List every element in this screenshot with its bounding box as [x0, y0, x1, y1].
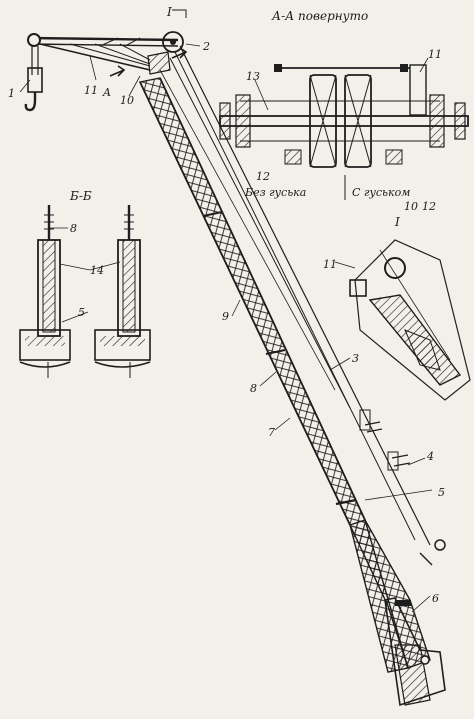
callout-8-section: 8	[70, 222, 77, 235]
callout-10-aa: 10	[404, 200, 418, 213]
callout-3: 3	[352, 352, 359, 365]
title-detail-i-marker: I	[166, 5, 172, 19]
main-boom	[138, 77, 431, 673]
title-section-aa: А-А повернуто	[271, 9, 368, 23]
callout-13: 13	[246, 70, 260, 83]
callout-5-section: 5	[78, 306, 85, 319]
callout-14: 14	[90, 264, 104, 277]
callout-2: 2	[202, 40, 210, 53]
title-section-bb: Б-Б	[69, 189, 92, 203]
callout-1: 1	[8, 87, 15, 100]
hook-block	[24, 46, 43, 112]
callout-11-main: 11	[84, 84, 98, 97]
leader-lines	[19, 43, 433, 613]
callout-5-main: 5	[438, 486, 445, 499]
callout-12-left: 12	[256, 170, 270, 183]
section-aa	[219, 64, 469, 200]
callout-9: 9	[222, 310, 229, 323]
callout-7: 7	[268, 426, 275, 439]
detail-i	[349, 239, 471, 401]
callout-12-right: 12	[422, 200, 436, 213]
boom-foot	[384, 597, 446, 707]
title-detail-i: I	[394, 215, 400, 229]
caption-without-jib: Без гуська	[244, 186, 306, 199]
jib-assembly	[27, 31, 184, 75]
callout-11-aa: 11	[428, 48, 442, 61]
callout-11-detail: 11	[323, 258, 337, 271]
caption-with-jib: С гуськом	[352, 186, 410, 199]
ropes	[159, 45, 446, 566]
callout-8-main: 8	[250, 382, 257, 395]
callout-4: 4	[426, 450, 434, 463]
label-arrow-a: A	[102, 86, 111, 99]
section-bb	[19, 205, 151, 378]
callout-6: 6	[432, 592, 439, 605]
callout-10-main: 10	[120, 94, 134, 107]
section-arrows	[109, 9, 188, 77]
